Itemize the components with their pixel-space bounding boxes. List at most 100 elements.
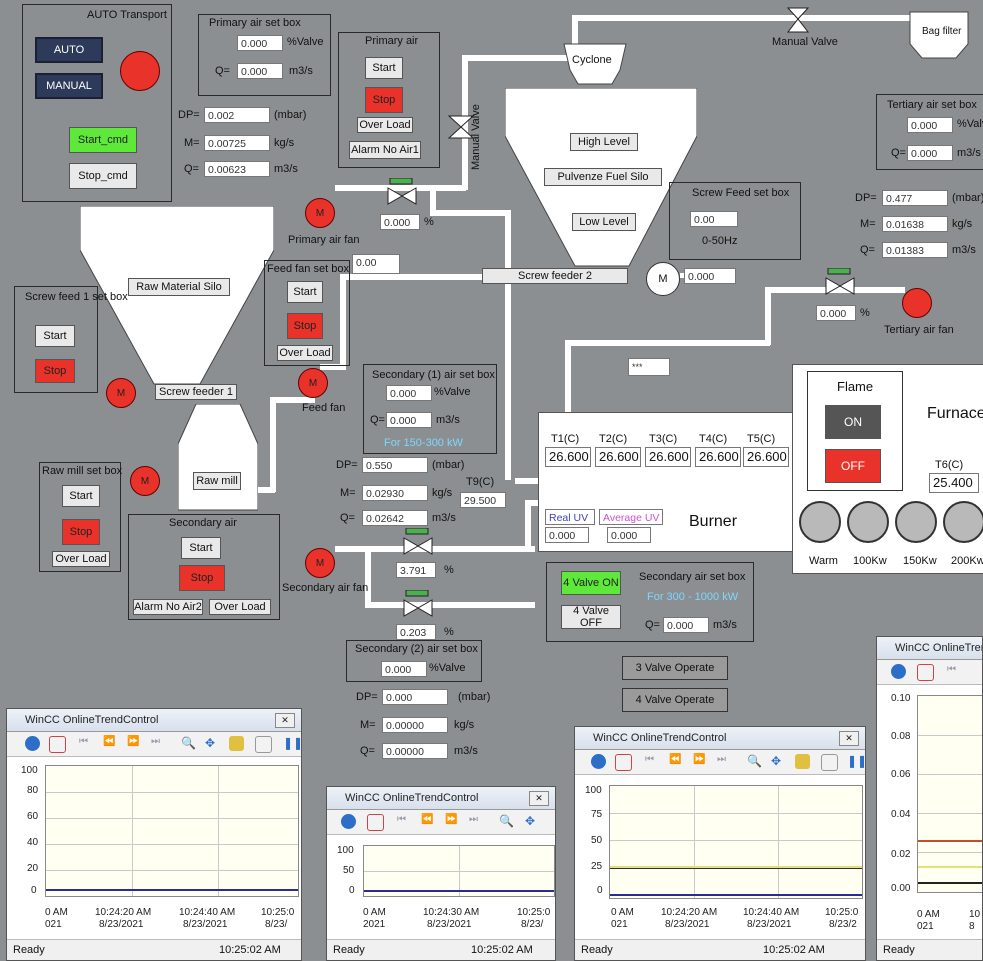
last-icon[interactable]: ⏭ <box>717 754 726 765</box>
screw-feeder-1-motor[interactable]: M <box>106 378 136 408</box>
secondary-1-q-field[interactable]: 0.000 <box>386 412 432 428</box>
trend-2-plot[interactable] <box>363 845 555 897</box>
manual-valve-icon[interactable] <box>786 4 810 34</box>
start-cmd-button[interactable]: Start_cmd <box>69 127 137 153</box>
back-icon[interactable]: ⏪ <box>421 814 434 825</box>
pause-icon[interactable]: ❚❚ <box>847 754 866 768</box>
3-valve-operate-button[interactable]: 3 Valve Operate <box>622 656 728 680</box>
stop-cmd-button[interactable]: Stop_cmd <box>69 163 137 189</box>
config-icon[interactable] <box>367 814 384 831</box>
close-icon[interactable]: ✕ <box>839 731 859 746</box>
screw-feeder-1[interactable]: Screw feeder 1 <box>155 384 237 400</box>
primary-valve-field[interactable]: 0.000 <box>237 35 283 51</box>
trend-window-1[interactable]: WinCC OnlineTrendControl✕ ⏮ ⏪ ⏩ ⏭ 🔍 ✥ ❚❚… <box>6 708 302 961</box>
feed-fan-input[interactable]: 0.00 <box>352 254 400 274</box>
help-icon[interactable] <box>25 736 40 751</box>
back-icon[interactable]: ⏪ <box>103 736 116 747</box>
move-icon[interactable]: ✥ <box>205 736 216 750</box>
screw-feeder-2[interactable]: Screw feeder 2 <box>482 268 628 284</box>
manual-valve-vertical-icon[interactable] <box>446 112 476 142</box>
warm-indicator[interactable] <box>799 501 841 543</box>
primary-valve-icon[interactable] <box>384 178 420 214</box>
200kw-indicator[interactable] <box>943 501 983 543</box>
4-valve-off-button[interactable]: 4 Valve OFF <box>561 605 621 629</box>
tertiary-valve-field[interactable]: 0.000 <box>907 117 953 133</box>
first-icon[interactable]: ⏮ <box>397 814 406 825</box>
secondary-2-valve-field[interactable]: 0.000 <box>381 661 427 677</box>
move-icon[interactable]: ✥ <box>771 754 782 768</box>
screw-feed-1-start-button[interactable]: Start <box>35 325 75 347</box>
raw-mill-motor[interactable]: M <box>130 466 160 496</box>
forward-icon[interactable]: ⏩ <box>445 814 458 825</box>
secondary-air-fan-motor[interactable]: M <box>305 548 335 578</box>
100kw-indicator[interactable] <box>847 501 889 543</box>
feed-fan-motor[interactable]: M <box>298 368 328 398</box>
config-icon[interactable] <box>49 736 66 753</box>
secondary-valve-1-icon[interactable] <box>400 528 436 562</box>
raw-mill-stop-button[interactable]: Stop <box>62 519 100 545</box>
4-valve-operate-button[interactable]: 4 Valve Operate <box>622 688 728 712</box>
export-icon[interactable] <box>255 736 272 753</box>
zoom-icon[interactable]: 🔍 <box>181 736 196 750</box>
4-valve-on-button[interactable]: 4 Valve ON <box>561 571 621 595</box>
raw-mill-start-button[interactable]: Start <box>62 485 100 507</box>
last-icon[interactable]: ⏭ <box>469 814 478 825</box>
first-icon[interactable]: ⏮ <box>947 664 956 675</box>
axis-icon[interactable] <box>795 754 810 769</box>
config-icon[interactable] <box>917 664 934 681</box>
furnace-panel: Flame ON OFF Furnace T6(C) 25.400 Warm 1… <box>792 364 983 574</box>
trend-window-3[interactable]: WinCC OnlineTrendControl✕ ⏮ ⏪ ⏩ ⏭ 🔍 ✥ ❚❚… <box>574 726 866 961</box>
trend-3-plot[interactable] <box>609 785 863 899</box>
close-icon[interactable]: ✕ <box>275 713 295 728</box>
flame-off-button[interactable]: OFF <box>825 449 881 483</box>
tertiary-q-field[interactable]: 0.000 <box>907 145 953 161</box>
zoom-icon[interactable]: 🔍 <box>499 814 514 828</box>
back-icon[interactable]: ⏪ <box>669 754 682 765</box>
help-icon[interactable] <box>341 814 356 829</box>
trend-window-2[interactable]: WinCC OnlineTrendControl✕ ⏮ ⏪ ⏩ ⏭ 🔍 ✥ 10… <box>326 786 556 961</box>
export-icon[interactable] <box>821 754 838 771</box>
screw-feeder-2-motor[interactable]: M <box>646 262 680 296</box>
feed-fan-stop-button[interactable]: Stop <box>287 313 323 339</box>
primary-air-fan-motor[interactable]: M <box>305 198 335 228</box>
secondary-stop-button[interactable]: Stop <box>179 565 225 591</box>
manual-button[interactable]: MANUAL <box>35 73 103 99</box>
trend-4-plot[interactable] <box>917 695 982 893</box>
first-icon[interactable]: ⏮ <box>79 736 88 747</box>
m-label: M= <box>860 218 876 230</box>
150kw-label: 150Kw <box>903 555 937 567</box>
x-tick: 8/23/2021 <box>665 919 710 930</box>
first-icon[interactable]: ⏮ <box>645 754 654 765</box>
screw-feed-input[interactable]: 0.00 <box>690 211 738 227</box>
tertiary-valve-icon[interactable] <box>822 268 858 304</box>
flame-on-button[interactable]: ON <box>825 405 881 439</box>
trend-1-plot[interactable] <box>45 765 299 897</box>
primary-q-field[interactable]: 0.000 <box>237 63 283 79</box>
secondary-valve-2-icon[interactable] <box>400 590 436 624</box>
config-icon[interactable] <box>615 754 632 771</box>
primary-start-button[interactable]: Start <box>365 57 403 79</box>
feed-fan-start-button[interactable]: Start <box>287 281 323 303</box>
secondary-1-valve-field[interactable]: 0.000 <box>386 385 432 401</box>
zoom-icon[interactable]: 🔍 <box>747 754 762 768</box>
screw-feed-1-stop-button[interactable]: Stop <box>35 359 75 383</box>
auto-button[interactable]: AUTO <box>35 37 103 63</box>
primary-stop-button[interactable]: Stop <box>365 87 403 113</box>
move-icon[interactable]: ✥ <box>525 814 536 828</box>
trend-window-4[interactable]: WinCC OnlineTrend ⏮ 0.10 0.08 0.06 0.04 … <box>876 636 983 961</box>
secondary-start-button[interactable]: Start <box>181 537 221 559</box>
forward-icon[interactable]: ⏩ <box>127 736 140 747</box>
secondary-valve-1-pct: 3.791 <box>396 562 436 578</box>
y-tick: 0 <box>31 885 37 896</box>
close-icon[interactable]: ✕ <box>529 791 549 806</box>
forward-icon[interactable]: ⏩ <box>693 754 706 765</box>
valve-set-q-field[interactable]: 0.000 <box>663 617 709 633</box>
last-icon[interactable]: ⏭ <box>151 736 160 747</box>
150kw-indicator[interactable] <box>895 501 937 543</box>
pause-icon[interactable]: ❚❚ <box>283 736 302 750</box>
tertiary-fan-motor[interactable] <box>902 288 932 318</box>
x-tick: 10:25:0 <box>517 907 551 918</box>
help-icon[interactable] <box>591 754 606 769</box>
help-icon[interactable] <box>891 664 906 679</box>
axis-icon[interactable] <box>229 736 244 751</box>
